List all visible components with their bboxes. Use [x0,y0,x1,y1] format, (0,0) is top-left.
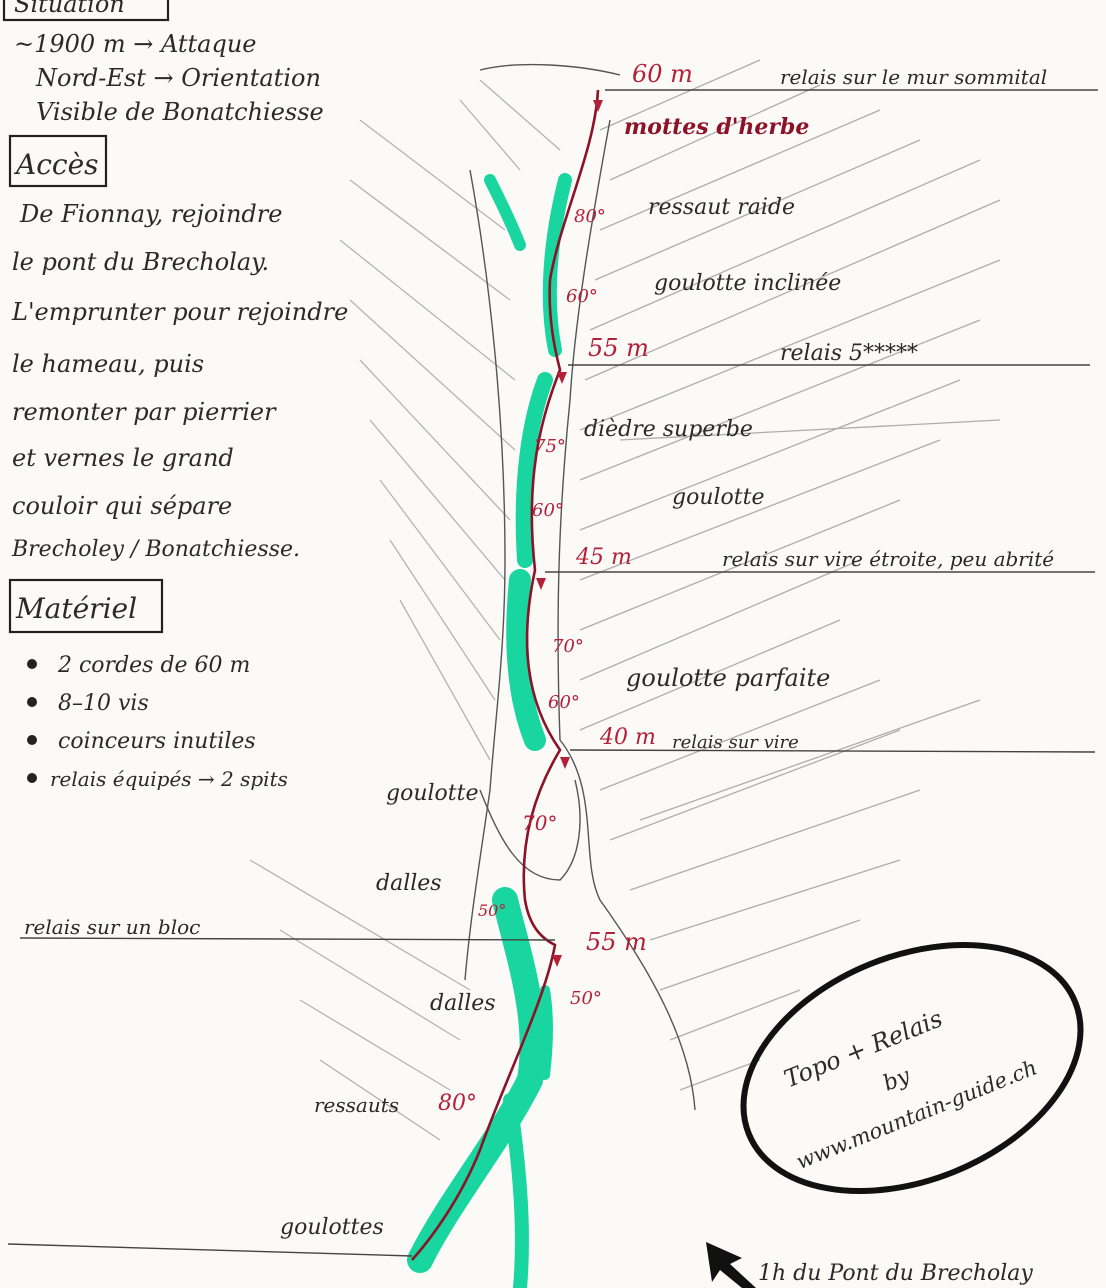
feature-angle-3: 60° [566,286,598,307]
approach-arrow [706,1242,756,1288]
acces-line-6: et vernes le grand [12,444,234,472]
footer-text: 1h du Pont du Brecholay [758,1261,1033,1286]
acces-line-7: couloir qui sépare [12,492,232,520]
pitch-length-2: 55 m [588,334,649,362]
acces-line-1: De Fionnay, rejoindre [19,200,282,228]
feature-angle-8: 70° [522,811,557,835]
feature-angle-12: 80° [438,1091,477,1116]
materiel-heading: Matériel [15,592,137,625]
feature-label-1: mottes d'herbe [624,114,809,140]
credit-line-1: Topo + Relais [780,1004,946,1093]
acces-line-4: le hameau, puis [12,350,204,378]
feature-angle-4: 75° [534,436,566,457]
pitch-length-1: 60 m [632,60,693,88]
relay-label-5: relais sur un bloc [24,915,200,939]
relay-label-2: relais 5***** [780,341,918,366]
acces-heading: Accès [13,148,99,181]
credit-stamp: Topo + Relais by www.mountain-guide.ch [707,898,1106,1238]
relay-arrows [536,100,603,967]
feature-label-10: dalles [376,871,442,896]
relay-label-1: relais sur le mur sommital [780,65,1047,89]
relay-label-4: relais sur vire [672,732,799,753]
feature-label-2: ressaut raide [648,195,795,220]
materiel-item-3: coinceurs inutiles [58,729,256,754]
relay-label-3: relais sur vire étroite, peu abrité [722,547,1054,571]
situation-heading: Situation [14,0,125,18]
feature-angle-2: 80° [574,206,606,227]
pitch-length-3: 45 m [575,545,632,570]
pitch-length-4: 40 m [599,725,656,750]
feature-angle-11: 50° [570,988,602,1009]
ice-strips [420,180,565,1288]
materiel-item-1: 2 cordes de 60 m [57,653,250,678]
situation-line-3: Visible de Bonatchiesse [36,98,324,126]
feature-label-12: ressauts [314,1093,399,1117]
feature-angle-10: 50° [478,901,506,920]
credit-line-2: by [880,1063,914,1096]
feature-angle-5: 60° [532,500,564,521]
feature-label-9: goulotte [386,781,478,806]
feature-angle-7: 60° [548,692,580,713]
materiel-item-2: 8–10 vis [58,691,149,716]
feature-label-5: goulotte [672,485,764,510]
feature-label-4: dièdre superbe [584,417,753,442]
feature-label-7: goulotte parfaite [626,664,830,692]
feature-label-11: dalles [430,991,496,1016]
acces-line-5: remonter par pierrier [12,398,277,426]
situation-line-1: ~1900 m → Attaque [14,30,256,58]
feature-label-13: goulottes [280,1215,384,1240]
feature-label-3: goulotte inclinée [654,271,841,296]
acces-line-3: L'emprunter pour rejoindre [11,298,348,326]
pitch-length-5: 55 m [586,928,647,956]
acces-line-8: Brecholey / Bonatchiesse. [11,537,300,562]
acces-line-2: le pont du Brecholay. [12,248,269,276]
feature-angle-6: 70° [552,636,584,657]
situation-line-2: Nord-Est → Orientation [35,64,321,92]
materiel-item-4: relais équipés → 2 spits [50,767,288,791]
